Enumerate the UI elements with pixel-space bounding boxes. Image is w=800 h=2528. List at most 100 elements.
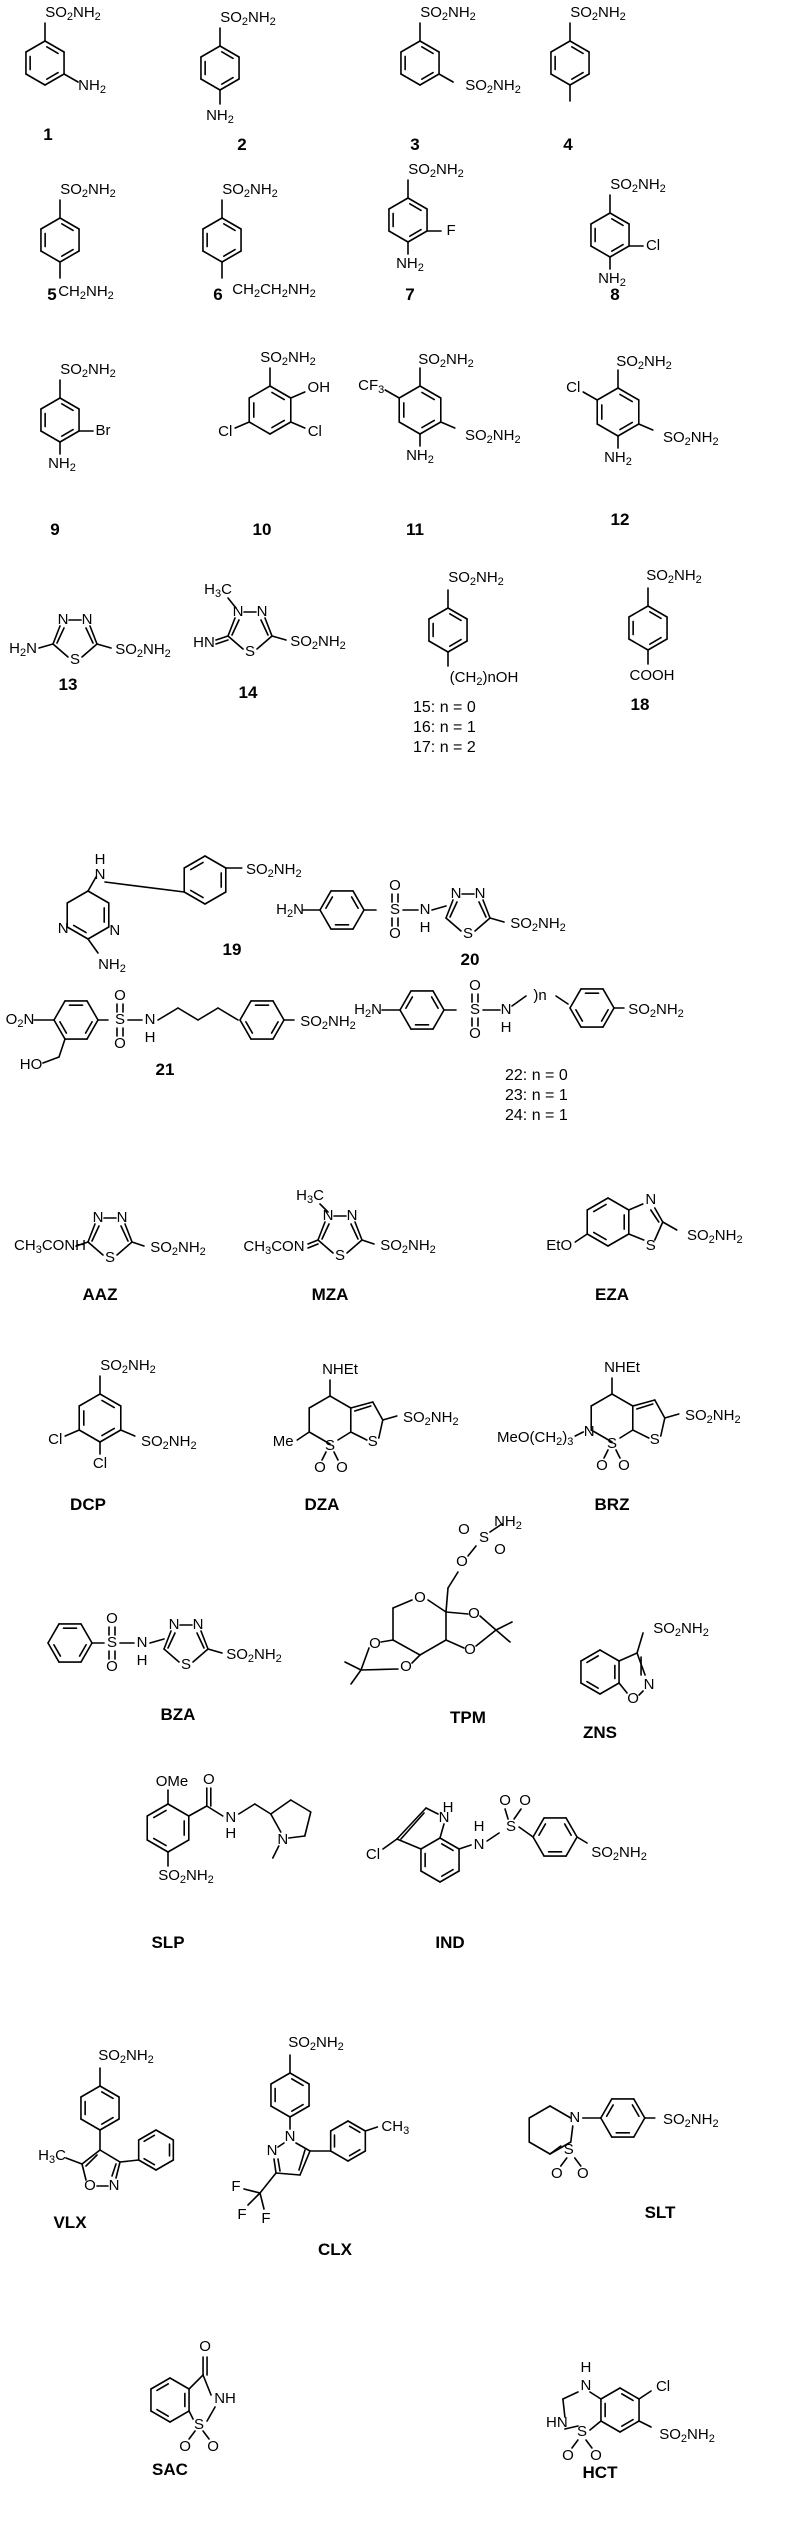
- bond: [419, 385, 442, 399]
- atom-label: SO2NH2: [380, 1237, 436, 1256]
- compound-id: 18: [631, 695, 650, 714]
- compound-id: 7: [405, 285, 414, 304]
- atom-label: SO2NH2: [616, 353, 672, 372]
- atom-label: O: [106, 1658, 118, 1675]
- bond: [101, 1427, 116, 1437]
- bond: [592, 1231, 607, 1241]
- atom-label: N: [137, 1634, 148, 1651]
- bond: [40, 397, 61, 410]
- bond: [321, 1223, 330, 1240]
- bond: [156, 2383, 170, 2392]
- bond: [308, 1431, 331, 1445]
- bond: [400, 73, 421, 86]
- bond: [152, 1837, 167, 1847]
- bond: [647, 605, 668, 618]
- atom-label: Cl: [218, 423, 232, 440]
- bond: [364, 2126, 379, 2132]
- bond: [619, 2420, 640, 2433]
- atom-label: Cl: [656, 2378, 670, 2395]
- bond: [571, 2439, 579, 2449]
- bond: [400, 40, 421, 53]
- bond: [589, 2420, 602, 2431]
- atom-label: N: [169, 1616, 180, 1633]
- bond: [243, 2188, 261, 2194]
- n-value-note: 15: n = 0: [413, 699, 476, 716]
- atom-label: O: [551, 2165, 563, 2182]
- bond: [237, 1803, 256, 1815]
- compound-id: 4: [563, 135, 573, 154]
- bond: [352, 890, 365, 911]
- bond: [221, 250, 242, 263]
- atom-label: H: [137, 1652, 148, 1669]
- bond: [619, 1429, 634, 1439]
- n-value-note: 16: n = 1: [413, 719, 476, 736]
- atom-label: N: [323, 1207, 334, 1224]
- bond: [87, 938, 99, 954]
- bond: [47, 1623, 60, 1644]
- compound-id: VLX: [53, 2213, 87, 2232]
- bond: [407, 230, 428, 243]
- bond: [439, 1823, 445, 1839]
- bond: [649, 1209, 660, 1223]
- bond: [207, 1648, 223, 1654]
- bond: [80, 1642, 93, 1663]
- bond: [349, 1401, 374, 1409]
- atom-label: O: [199, 2338, 211, 2355]
- atom-label: O: [577, 2165, 589, 2182]
- bond: [86, 1000, 99, 1021]
- atom-label: NH2: [206, 107, 234, 126]
- atom-label: H: [443, 1799, 454, 1816]
- bond: [590, 245, 611, 258]
- compound-id: 8: [610, 285, 619, 304]
- compound-id: 19: [223, 940, 242, 959]
- bond: [590, 1393, 613, 1407]
- atom-label: NH2: [78, 77, 106, 96]
- bond: [602, 1007, 615, 1028]
- bond: [200, 1630, 209, 1650]
- bond: [319, 909, 332, 930]
- bond: [329, 2150, 349, 2162]
- bond: [590, 1429, 613, 1443]
- bond: [183, 855, 206, 869]
- bond: [40, 250, 61, 263]
- bond: [620, 2393, 634, 2402]
- atom-label: S: [564, 2141, 574, 2158]
- atom-label: NHEt: [322, 1361, 359, 1378]
- bond: [565, 1817, 578, 1838]
- bond: [188, 2374, 204, 2390]
- bond: [475, 1629, 497, 1647]
- bond: [392, 1599, 413, 1609]
- bond: [590, 212, 611, 225]
- atom-label: S: [181, 1656, 191, 1673]
- n-value-note: 22: n = 0: [505, 1067, 568, 1084]
- bond: [447, 640, 468, 653]
- bond: [319, 890, 332, 911]
- bond: [53, 1000, 66, 1021]
- bond: [167, 1839, 190, 1853]
- compound-id: BRZ: [595, 1495, 630, 1514]
- bond: [81, 2163, 87, 2181]
- atom-label: Br: [96, 422, 111, 439]
- atom-label: NH2: [604, 449, 632, 468]
- atom-label: O: [114, 987, 126, 1004]
- bond: [119, 1429, 136, 1437]
- bond: [478, 901, 487, 918]
- bond: [635, 1403, 654, 1410]
- bond: [550, 40, 571, 53]
- bond: [607, 1233, 630, 1247]
- compound-id: HCT: [583, 2463, 619, 2482]
- bond: [580, 1649, 601, 1662]
- bond: [308, 1395, 331, 1409]
- compound-id: MZA: [312, 1285, 349, 1304]
- atom-label: N: [569, 2109, 580, 2126]
- bond: [66, 926, 89, 940]
- bond: [479, 1615, 497, 1631]
- atom-label: SO2NH2: [141, 1433, 197, 1452]
- atom-label: S: [107, 1634, 117, 1651]
- atom-label: NH2: [494, 1513, 522, 1532]
